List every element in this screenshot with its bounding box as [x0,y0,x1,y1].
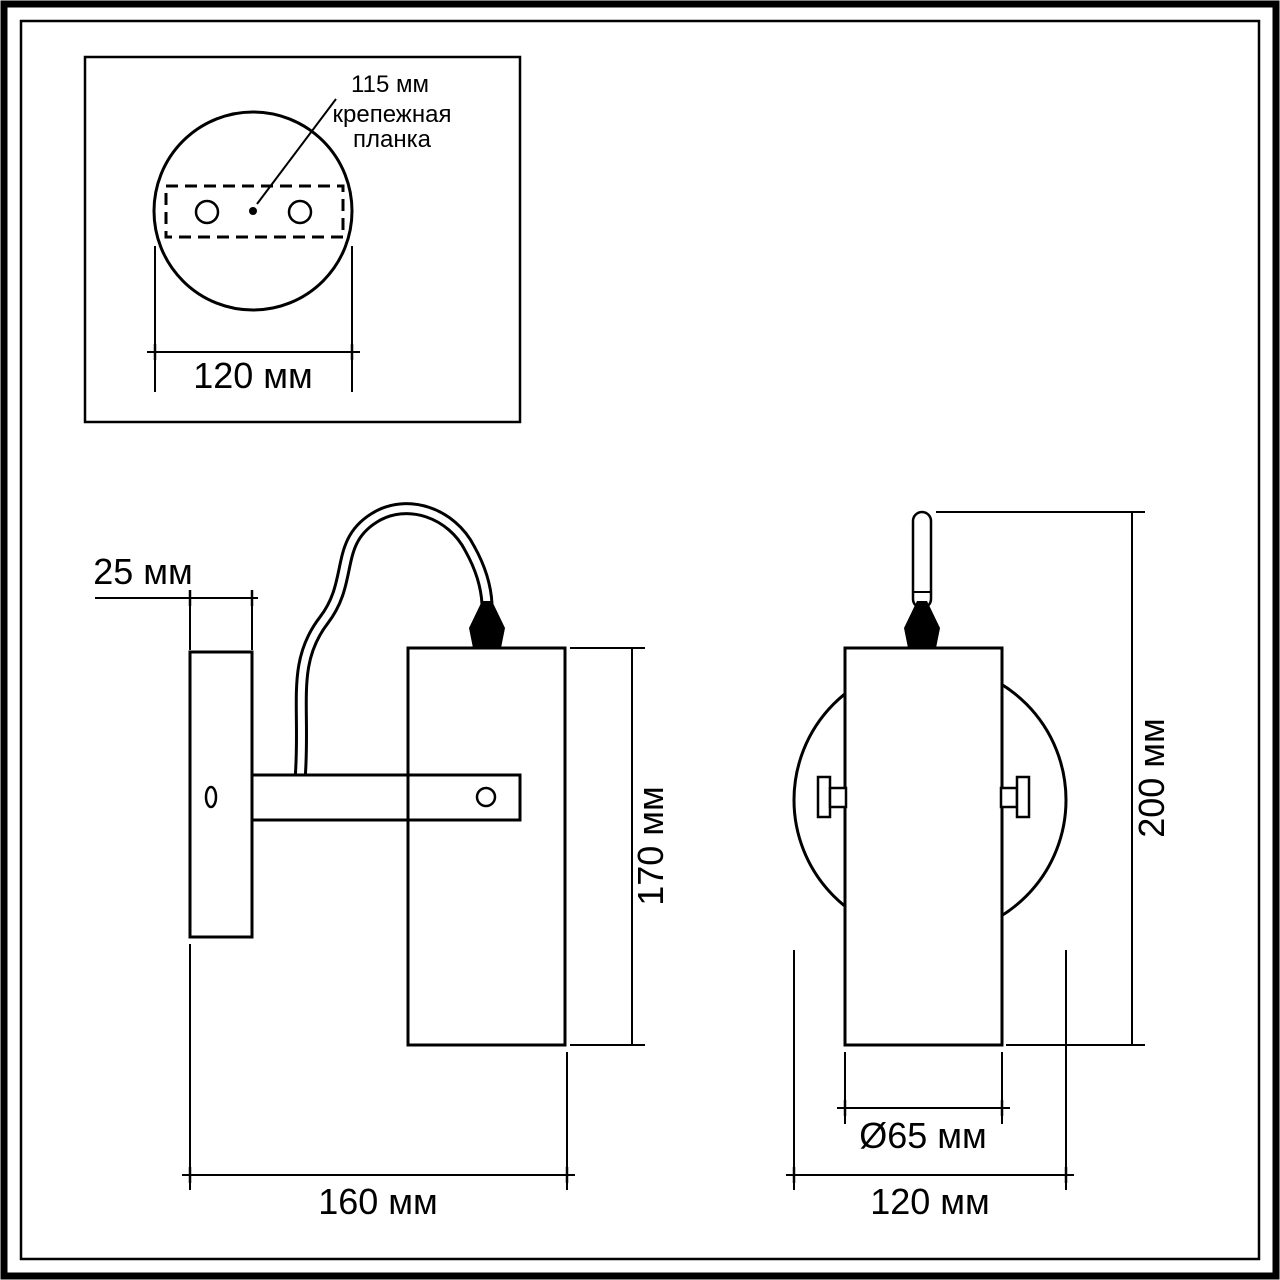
knob-left-stem [828,786,848,809]
cable-stem-front [911,510,933,610]
wall-plate-hole [204,785,218,809]
mounting-bar-label-line2: планка [353,126,432,153]
dim-label-total-height: 200 мм [1131,718,1172,838]
dim-label-plate-depth: 25 мм [93,551,193,592]
dim-label-plate-width: 120 мм [193,355,313,396]
cable-connector-side [469,601,505,648]
inset-box [83,55,522,424]
screw-hole-right [287,199,313,225]
dim-label-plate-diameter: 120 мм [870,1181,990,1222]
screw-hole-left [194,199,220,225]
knob-right-head [1015,775,1031,819]
cable-core [296,505,491,781]
lamp-body-front [843,646,1004,1047]
leader-line [256,98,337,205]
wall-plate-side [188,650,254,939]
knob-right-stem [999,786,1019,809]
mounting-arm [250,773,522,822]
front-view: 200 мм Ø65 мм 120 мм [786,510,1172,1222]
knob-left-head [816,775,832,819]
center-dot [249,207,257,215]
mounting-bar-label-line1: крепежная [333,101,452,128]
dim-label-body-height: 170 мм [630,786,671,906]
mounting-plate-circle [152,110,354,312]
arm-screw-hole [475,786,497,808]
cable-connector-front [904,601,940,648]
side-view: 25 мм 170 мм 160 мм [93,502,671,1222]
dim-label-body-diameter: Ø65 мм [859,1115,987,1156]
dim-label-hole-spacing: 115 мм [351,71,429,98]
dim-label-total-width: 160 мм [318,1181,438,1222]
inset-view: 115 мм крепежная планка 120 мм [83,55,522,424]
inner-frame [19,19,1261,1261]
